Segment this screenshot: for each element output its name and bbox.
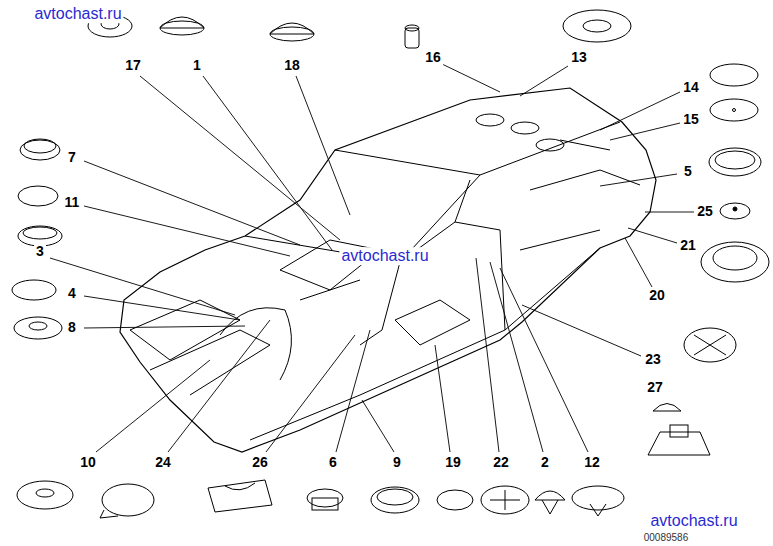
callout-number: 26 [250, 455, 270, 470]
callout-number: 3 [34, 244, 46, 259]
callout-number: 12 [582, 455, 602, 470]
callout-number: 25 [695, 204, 715, 219]
roof-line [335, 122, 620, 175]
diagram-code: 00089586 [642, 532, 691, 543]
sill-line [250, 248, 600, 440]
callout-number: 17 [123, 58, 143, 73]
callout-number: 9 [391, 455, 403, 470]
callout-number: 8 [66, 320, 78, 335]
callout-number: 19 [443, 455, 463, 470]
callout-number: 6 [327, 455, 339, 470]
part-icons [12, 10, 769, 518]
callout-number: 18 [282, 58, 302, 73]
watermark: avtochast.ru [339, 247, 430, 265]
callout-number: 14 [681, 80, 701, 95]
watermark: avtochast.ru [648, 512, 739, 530]
body-outline [120, 88, 656, 452]
leader-lines [50, 64, 694, 452]
callout-number: 4 [66, 286, 78, 301]
callout-number: 24 [153, 455, 173, 470]
callout-number: 2 [539, 455, 551, 470]
floor-lines [280, 240, 470, 345]
callout-number: 5 [682, 164, 694, 179]
callout-number: 23 [643, 352, 663, 367]
callout-number: 11 [63, 195, 82, 210]
callout-number: 22 [491, 455, 511, 470]
watermark: avtochast.ru [32, 5, 123, 23]
callout-number: 1 [191, 58, 203, 73]
callout-number: 7 [66, 150, 78, 165]
callout-number: 16 [423, 50, 443, 65]
callout-number: 10 [78, 455, 98, 470]
callout-number: 20 [647, 288, 667, 303]
callout-number: 15 [681, 112, 701, 127]
rear-panel [520, 140, 640, 250]
a-pillar [360, 262, 400, 345]
callout-number: 21 [678, 238, 698, 253]
callout-number: 27 [645, 380, 665, 395]
callout-number: 13 [569, 50, 589, 65]
